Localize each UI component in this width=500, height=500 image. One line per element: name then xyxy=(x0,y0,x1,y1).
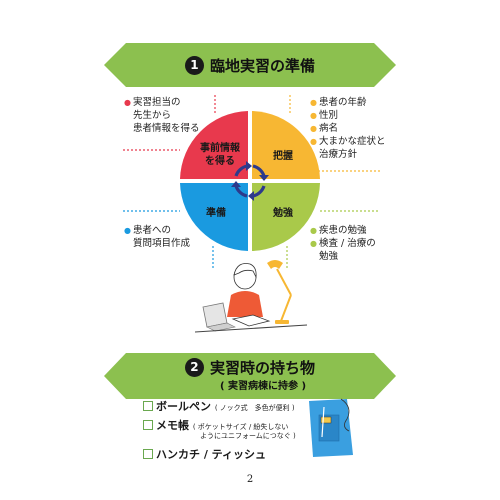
page-number: 2 xyxy=(246,474,254,485)
check-item-ballpen[interactable]: ボールペン ( ノック式 多色が便利 ) xyxy=(143,398,295,414)
lamp-base-icon xyxy=(275,320,289,324)
checkbox-icon[interactable] xyxy=(143,449,153,459)
section2-title-text: 実習時の持ち物 xyxy=(209,359,315,377)
note-bottom-left: ●患者への 質問項目作成 xyxy=(124,225,191,249)
note-top-right: ●患者の年齢 ●性別 ●病名 ●大まかな症状と 治療方針 xyxy=(310,97,386,160)
bullet-icon: ● xyxy=(310,111,317,120)
person-shirt xyxy=(227,291,263,317)
section1-number-badge: 1 xyxy=(184,56,204,75)
cycle-arrows-icon xyxy=(234,164,266,198)
section2-number-badge: 2 xyxy=(184,358,204,377)
laptop-icon xyxy=(202,302,228,328)
bullet-icon: ● xyxy=(310,226,317,235)
bullet-icon: ● xyxy=(124,98,131,107)
bullet-icon: ● xyxy=(310,124,317,133)
bullet-icon: ● xyxy=(310,137,317,146)
quadrant-bottom-right-label: 勉強 xyxy=(273,208,293,219)
quadrant-top-right xyxy=(252,111,320,179)
note-top-left: ●実習担当の 先生から 患者情報を得る xyxy=(124,97,200,134)
bullet-icon: ● xyxy=(124,226,131,235)
section2-subtitle: ( 実習病棟に持参 ) xyxy=(219,381,307,392)
quadrant-top-left-label: 事前情報 を得る xyxy=(200,143,240,167)
quadrant-bottom-left xyxy=(180,183,248,251)
studying-person-illustration xyxy=(195,260,308,333)
section2-banner: 2 実習時の持ち物 ( 実習病棟に持参 ) xyxy=(0,353,500,399)
section1-banner: 1 臨地実習の準備 xyxy=(0,43,500,87)
section2-title: 2 実習時の持ち物 ( 実習病棟に持参 ) xyxy=(0,358,500,396)
quadrant-top-left xyxy=(180,111,248,179)
lamp-shade-icon xyxy=(267,260,283,269)
quadrant-top-right-label: 把握 xyxy=(273,151,293,162)
check-item-handkerchief[interactable]: ハンカチ / ティッシュ xyxy=(143,446,266,462)
bullet-icon: ● xyxy=(310,239,317,248)
memo-in-pocket-icon xyxy=(320,416,332,424)
pen-in-pocket-icon xyxy=(321,406,325,438)
checkbox-icon[interactable] xyxy=(143,401,153,411)
notebook-icon xyxy=(231,314,271,327)
section1-title-text: 臨地実習の準備 xyxy=(209,57,315,75)
note-bottom-right: ●疾患の勉強 ●検査 / 治療の 勉強 xyxy=(310,225,376,262)
memo-pad-note-line2: ようにユニフォームにつなぐ ) xyxy=(200,432,296,440)
quadrant-bottom-left-label: 準備 xyxy=(206,208,226,219)
quadrant-bottom-right xyxy=(252,183,320,251)
check-item-memo-pad[interactable]: メモ帳 ( ポケットサイズ / 紛失しない xyxy=(143,417,288,433)
checkbox-icon[interactable] xyxy=(143,420,153,430)
banner-arrow-shape xyxy=(104,43,396,87)
banner-arrow-shape xyxy=(104,353,396,399)
section1-title: 1 臨地実習の準備 xyxy=(0,55,500,76)
bullet-icon: ● xyxy=(310,98,317,107)
uniform-pocket-illustration xyxy=(309,398,353,457)
